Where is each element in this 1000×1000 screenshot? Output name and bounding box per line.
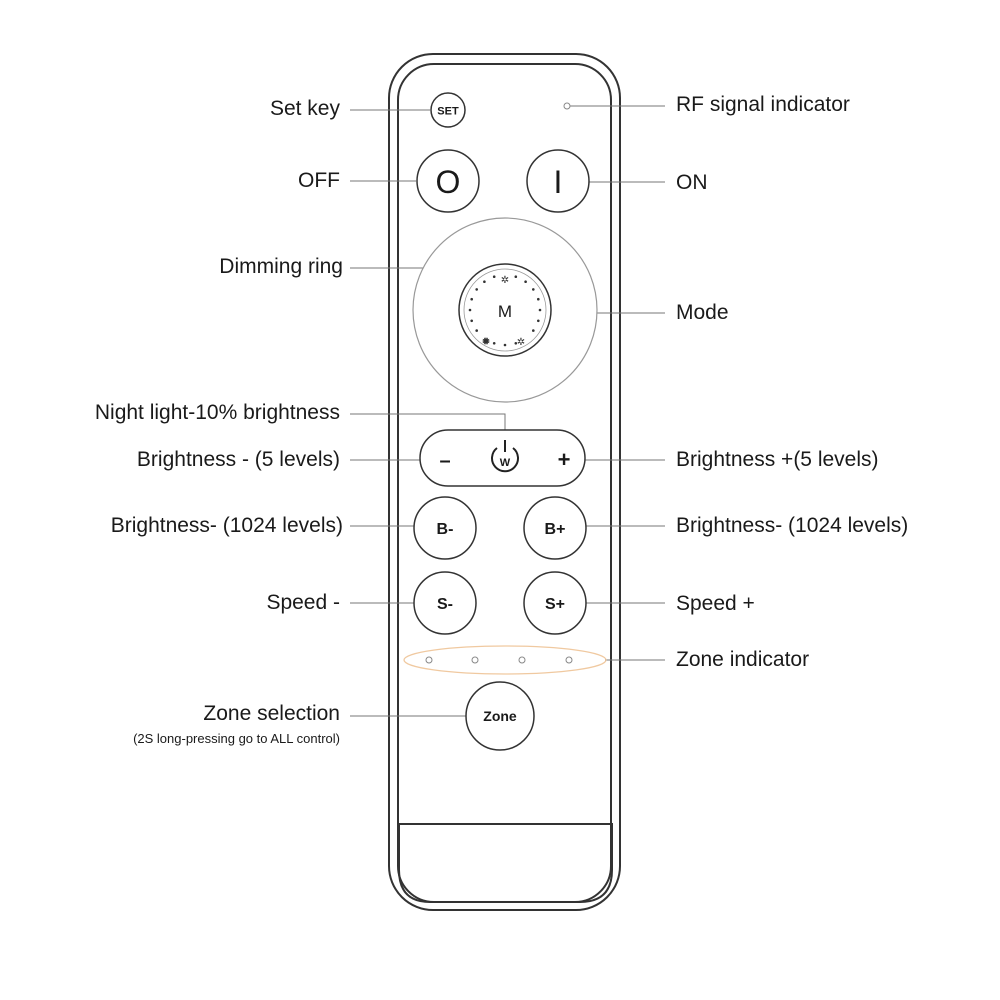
mode-dot bbox=[483, 280, 486, 284]
on-button[interactable]: I bbox=[526, 149, 590, 213]
leader-lines bbox=[350, 105, 665, 717]
remote-bottom-cap bbox=[398, 823, 613, 903]
zone-button-label: Zone bbox=[483, 708, 517, 724]
power-icon bbox=[491, 447, 519, 473]
mode-dot bbox=[514, 342, 518, 345]
s-plus-button[interactable]: S+ bbox=[523, 571, 587, 635]
mode-button[interactable]: ✲ ✹ ✲ M bbox=[458, 263, 552, 357]
mode-dot bbox=[514, 275, 518, 279]
b-plus-button-label: B+ bbox=[545, 521, 566, 538]
label-dimming-ring: Dimming ring bbox=[219, 255, 343, 278]
b-minus-button[interactable]: B- bbox=[413, 496, 477, 560]
set-button-label: SET bbox=[437, 106, 459, 118]
label-zone-indicator: Zone indicator bbox=[676, 648, 810, 671]
mode-dot bbox=[470, 297, 474, 301]
mode-dot bbox=[492, 275, 496, 279]
label-brightness-minus-5: Brightness - (5 levels) bbox=[136, 448, 340, 471]
label-speed-plus: Speed + bbox=[676, 592, 755, 615]
mode-dot bbox=[532, 329, 535, 332]
label-brightness-plus-5: Brightness +(5 levels) bbox=[676, 448, 879, 471]
rf-signal-indicator-led bbox=[563, 102, 571, 110]
label-set-key: Set key bbox=[269, 97, 340, 120]
label-night-light: Night light-10% brightness bbox=[94, 401, 340, 424]
night-light-button-label: W bbox=[500, 457, 511, 469]
label-zone-selection: Zone selection bbox=[203, 702, 340, 725]
sun-icon-right: ✲ bbox=[517, 337, 525, 348]
zone-led-3 bbox=[518, 656, 526, 664]
mode-dot bbox=[532, 288, 535, 291]
s-minus-button[interactable]: S- bbox=[413, 571, 477, 635]
zone-indicator bbox=[403, 645, 607, 675]
remote-body bbox=[388, 53, 621, 911]
label-zone-selection-note: (2S long-pressing go to ALL control) bbox=[133, 731, 340, 746]
label-off: OFF bbox=[298, 169, 340, 192]
mode-dot-ring bbox=[468, 275, 542, 347]
b-minus-button-label: B- bbox=[437, 521, 454, 538]
label-brightness-minus-1024-left: Brightness- (1024 levels) bbox=[110, 514, 343, 537]
label-brightness-minus-1024-right: Brightness- (1024 levels) bbox=[676, 514, 909, 537]
brightness-rocker[interactable] bbox=[419, 429, 586, 487]
mode-dot bbox=[524, 280, 527, 284]
mode-dot bbox=[468, 308, 472, 312]
label-speed-minus: Speed - bbox=[266, 591, 340, 614]
mode-button-label: M bbox=[498, 302, 512, 321]
b-plus-button[interactable]: B+ bbox=[523, 496, 587, 560]
on-button-label: I bbox=[554, 164, 563, 200]
mode-dot bbox=[492, 342, 496, 345]
label-rf-signal-indicator: RF signal indicator bbox=[676, 93, 850, 116]
sun-icon-left: ✹ bbox=[481, 336, 490, 348]
brightness-plus-button[interactable]: + bbox=[558, 447, 571, 472]
zone-led-4 bbox=[565, 656, 573, 664]
off-button-label: O bbox=[436, 164, 461, 200]
set-button[interactable]: SET bbox=[430, 92, 466, 128]
mode-dot bbox=[537, 297, 540, 301]
label-on: ON bbox=[676, 171, 708, 194]
sun-icon-top: ✲ bbox=[501, 275, 509, 286]
mode-dot bbox=[470, 319, 474, 323]
s-plus-button-label: S+ bbox=[545, 596, 565, 613]
night-light-button[interactable]: W bbox=[491, 440, 519, 473]
zone-button[interactable]: Zone bbox=[465, 681, 535, 751]
s-minus-button-label: S- bbox=[437, 596, 453, 613]
label-mode: Mode bbox=[676, 301, 729, 324]
mode-dot bbox=[475, 288, 479, 291]
zone-led-1 bbox=[425, 656, 433, 664]
mode-dot bbox=[537, 319, 540, 323]
mode-dot bbox=[475, 329, 479, 332]
off-button[interactable]: O bbox=[416, 149, 480, 213]
brightness-minus-button[interactable]: – bbox=[439, 450, 450, 472]
mode-dot bbox=[538, 308, 542, 312]
mode-dot bbox=[503, 343, 507, 347]
zone-led-2 bbox=[471, 656, 479, 664]
